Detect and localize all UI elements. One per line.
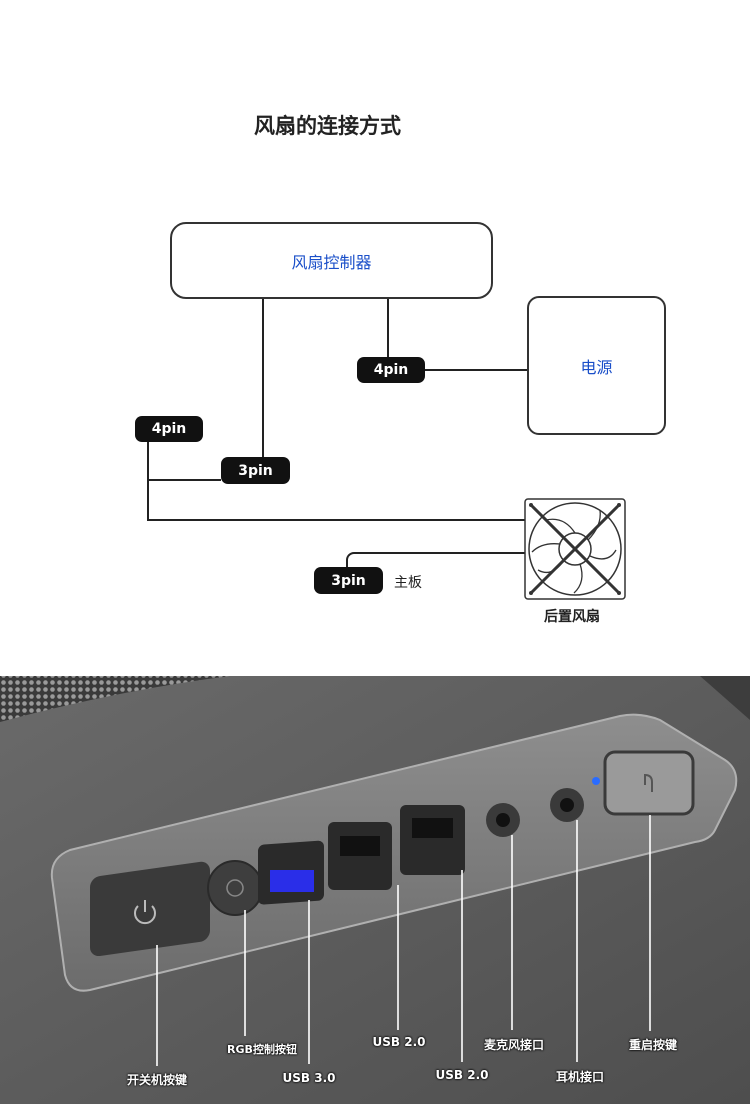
- fan-controller-box: 风扇控制器: [170, 222, 493, 299]
- connector-line: [346, 552, 525, 568]
- mic-jack-label: 麦克风接口: [483, 1038, 545, 1052]
- reset-button-label: 重启按键: [628, 1038, 678, 1052]
- headphone-jack-label: 耳机接口: [555, 1070, 605, 1084]
- connector-line: [387, 298, 389, 358]
- page-title: 风扇的连接方式: [254, 114, 401, 138]
- connector-line: [147, 519, 525, 521]
- connector-line: [262, 298, 264, 458]
- connector-line: [425, 369, 527, 371]
- controller-3pin-connector: 3pin: [221, 457, 290, 484]
- connector-line: [147, 442, 149, 521]
- usb3-label: USB 3.0: [282, 1071, 336, 1085]
- usb2-b-label: USB 2.0: [435, 1068, 489, 1082]
- motherboard-label: 主板: [394, 575, 422, 591]
- power-icon: [134, 900, 156, 925]
- connector-line: [147, 479, 221, 481]
- fan-icon: [524, 498, 626, 600]
- fan-4pin-connector: 4pin: [135, 416, 203, 442]
- power-supply-box: 电源: [527, 296, 666, 435]
- rgb-button-label: RGB控制按钮: [227, 1043, 297, 1056]
- power-button-label: 开关机按键: [126, 1073, 188, 1087]
- mobo-3pin-connector: 3pin: [314, 567, 383, 594]
- rear-fan-label: 后置风扇: [544, 609, 600, 625]
- psu-4pin-connector: 4pin: [357, 357, 425, 383]
- usb2-a-label: USB 2.0: [372, 1035, 426, 1049]
- front-panel-photo: [0, 676, 750, 1104]
